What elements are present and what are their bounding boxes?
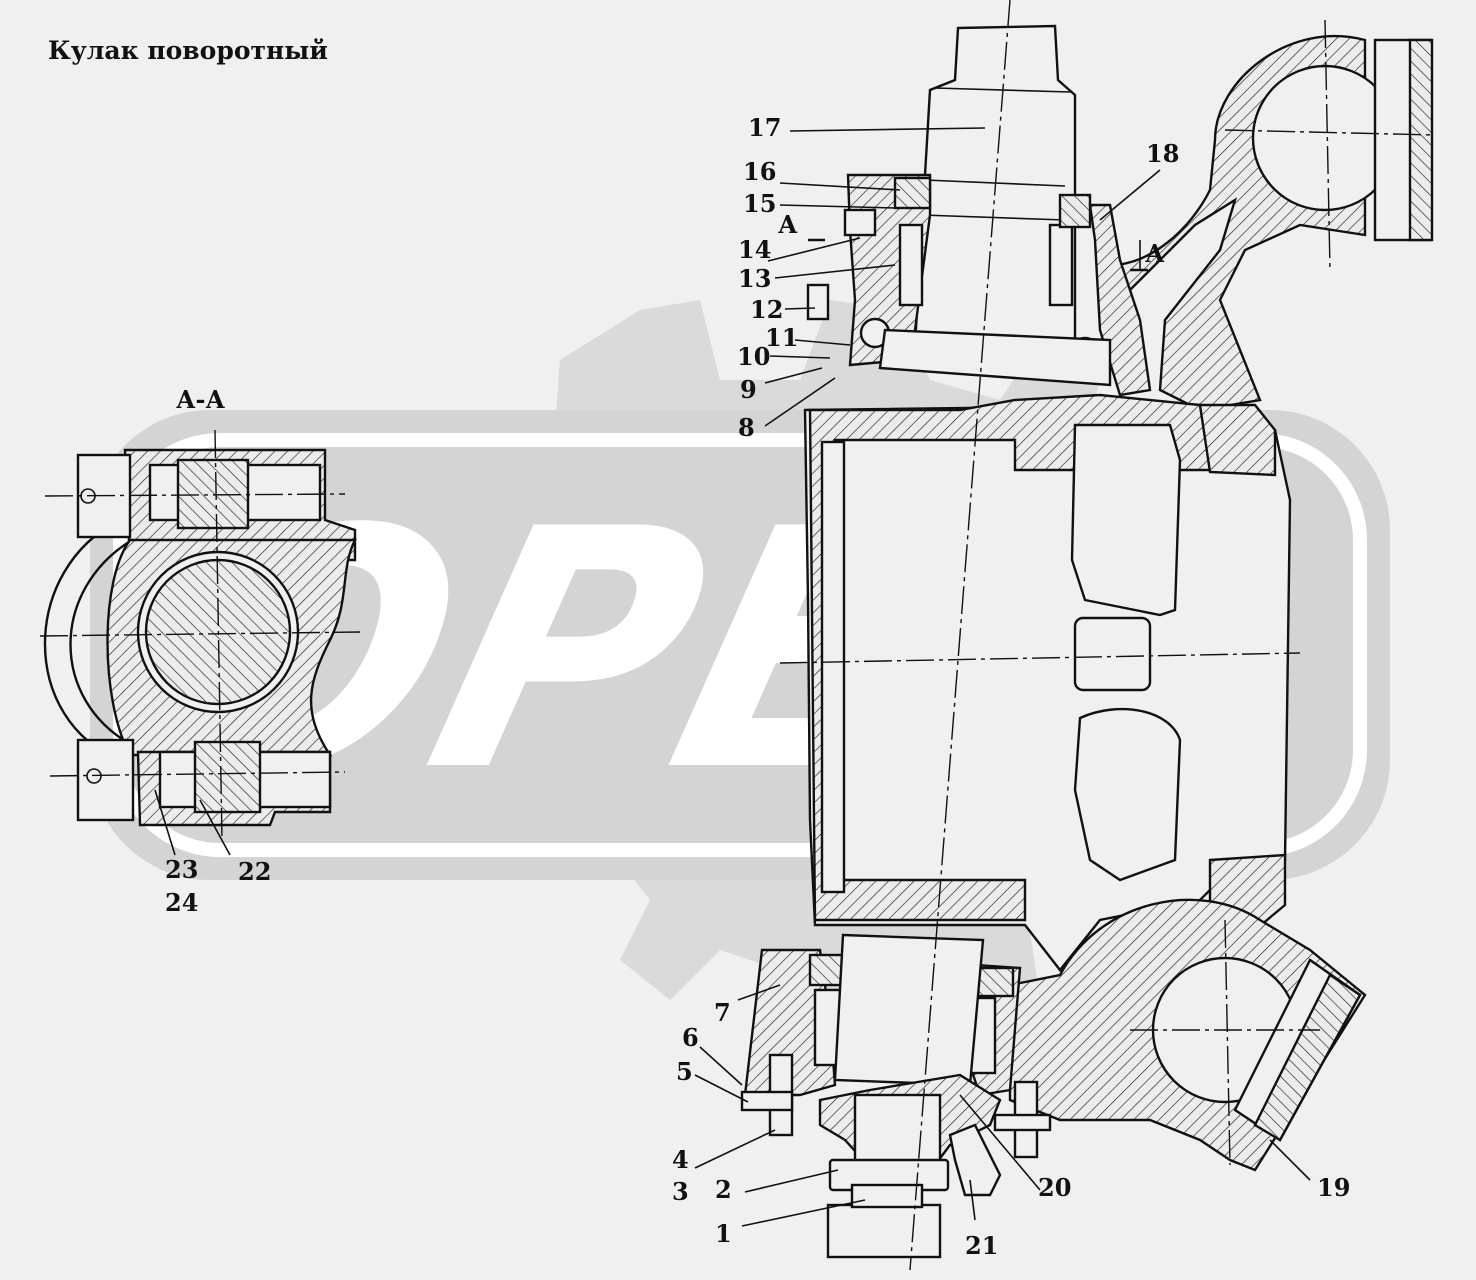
callout-labels: 1 2 3 4 5 6 7 8 9 10 11 12 13 14 15 16 1…: [165, 113, 1350, 1260]
callout-20: 20: [1038, 1173, 1071, 1202]
callout-19: 19: [1317, 1173, 1350, 1202]
callout-5: 5: [676, 1057, 693, 1086]
callout-leaders: [154, 127, 1311, 1227]
callout-15: 15: [743, 189, 776, 218]
callout-14: 14: [738, 235, 771, 264]
callout-24: 24: [165, 888, 198, 917]
section-a-a-label: А-А: [176, 385, 226, 414]
callout-11: 11: [765, 323, 798, 352]
callout-4: 4: [672, 1145, 689, 1174]
callout-9: 9: [740, 375, 757, 404]
callout-7: 7: [714, 998, 731, 1027]
callout-16: 16: [743, 157, 776, 186]
callout-10: 10: [737, 342, 770, 371]
callout-13: 13: [738, 264, 771, 293]
callout-6: 6: [682, 1023, 699, 1052]
section-marker-right: А: [1145, 239, 1165, 268]
callout-2: 2: [715, 1175, 732, 1204]
callout-17: 17: [748, 113, 781, 142]
callout-23: 23: [165, 855, 198, 884]
main-knuckle-view: [740, 0, 1436, 1271]
callout-8: 8: [738, 413, 755, 442]
callout-21: 21: [965, 1231, 998, 1260]
callout-12: 12: [750, 295, 783, 324]
callout-1: 1: [715, 1219, 732, 1248]
callout-18: 18: [1146, 139, 1179, 168]
section-a-a-view: [39, 429, 361, 841]
section-marker-left: А: [778, 210, 798, 239]
page-title: Кулак поворотный: [48, 36, 328, 65]
callout-3: 3: [672, 1177, 689, 1206]
callout-22: 22: [238, 857, 271, 886]
